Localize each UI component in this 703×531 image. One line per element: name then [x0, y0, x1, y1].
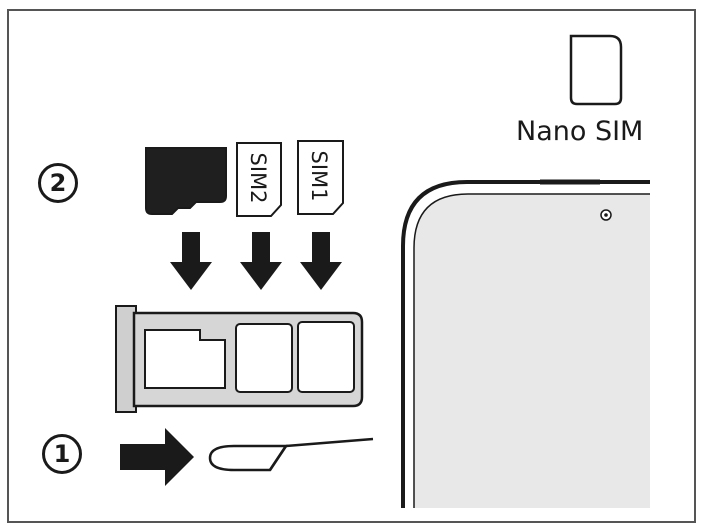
sim1-card-icon	[297, 140, 344, 215]
microsd-card-icon	[145, 147, 227, 215]
nano-sim-label: Nano SIM	[516, 116, 644, 147]
sim2-card-icon	[236, 142, 282, 217]
arrow-down-icon	[240, 232, 282, 290]
step-1-badge: 1	[42, 434, 82, 474]
phone-corner-icon	[401, 179, 650, 508]
arrow-down-icon	[300, 232, 342, 290]
sim2-label: SIM2	[246, 152, 270, 204]
step-2-badge: 2	[38, 163, 78, 203]
diagram-frame	[7, 9, 696, 523]
arrow-down-icon	[170, 232, 212, 290]
nano-sim-card-icon	[569, 34, 623, 106]
arrow-right-icon	[120, 428, 194, 486]
sim-tray-icon	[115, 305, 364, 413]
sim1-label: SIM1	[307, 150, 331, 202]
camera-icon	[600, 209, 612, 221]
eject-pin-icon	[208, 437, 374, 472]
